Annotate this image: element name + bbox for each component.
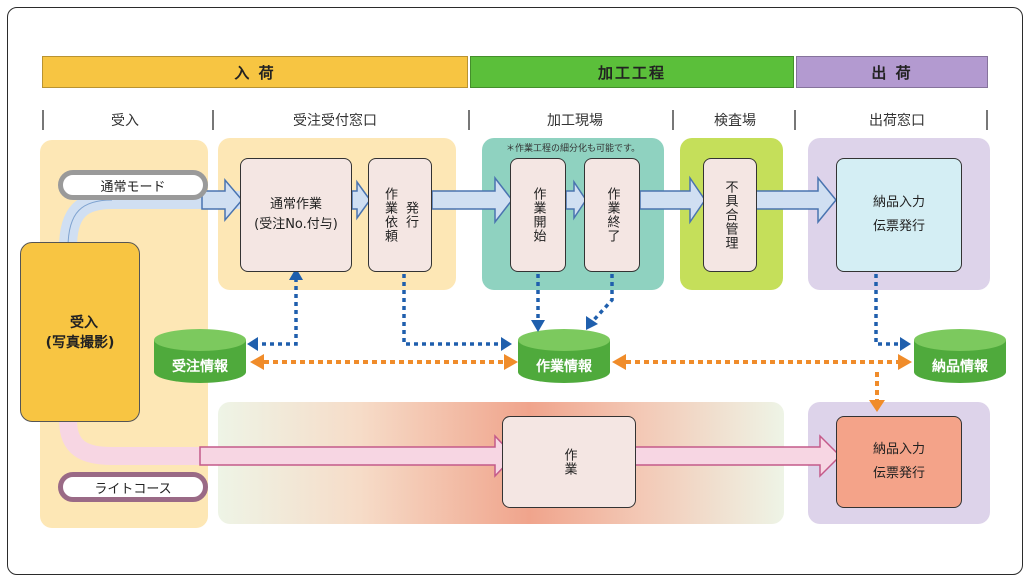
normal-work-line2: (受注No.付与): [254, 217, 338, 232]
delivery-box-line2: 伝票発行: [872, 219, 925, 234]
light-delivery-line1: 納品入力: [872, 442, 925, 457]
separator: [794, 110, 796, 130]
section-site: 加工現場: [547, 113, 603, 129]
note-text: ＊作業工程の細分化も可能です。: [506, 144, 641, 154]
separator: [672, 110, 674, 130]
db-delivery-info: [914, 329, 1006, 383]
work-start-box: 作業開始: [510, 158, 566, 272]
work-end-box: 作業終了: [584, 158, 640, 272]
arrow-to-inspection: [639, 175, 706, 225]
section-ship-window: 出荷窓口: [869, 113, 925, 129]
db-delivery-info-label: 納品情報: [932, 359, 988, 375]
db-work-info: [518, 329, 610, 383]
arrow-to-issue: [351, 179, 371, 221]
work-request-box: 発行 作業依頼: [368, 158, 432, 272]
work-start-label: 作業開始: [530, 187, 546, 243]
normal-work-box: 通常作業 (受注No.付与): [240, 158, 352, 272]
dotted-blue-heads: [247, 268, 911, 351]
flow-curve-normal-outline: [67, 199, 113, 249]
dotted-blue-links: [254, 274, 902, 346]
link-end-to-work-db: [590, 274, 614, 324]
separator: [42, 110, 44, 130]
defect-management-label: 不具合管理: [722, 180, 738, 250]
light-delivery-box: 納品入力 伝票発行: [836, 416, 962, 508]
issue-label: 発行: [403, 201, 418, 229]
defect-management-box: 不具合管理: [703, 158, 757, 272]
phase-arrival: 入 荷: [42, 56, 468, 88]
phase-processing: 加工工程: [470, 56, 794, 88]
separator: [986, 110, 988, 130]
delivery-box-line1: 納品入力: [872, 195, 925, 210]
section-receive: 受入: [111, 113, 139, 129]
flow-curve-light: [59, 419, 505, 465]
db-order-info-label: 受注情報: [172, 359, 228, 375]
diagram-frame: [7, 7, 1023, 575]
arrow-to-ship: [755, 175, 837, 225]
normal-work-line1: 通常作業: [269, 197, 322, 212]
arrow-to-normal-work: [201, 177, 243, 223]
phase-shipping: 出 荷: [796, 56, 988, 88]
mode-light-pill: ライトコース: [58, 472, 208, 502]
arrow-light-to-delivery: [633, 434, 842, 478]
light-work-label: 作業: [561, 448, 577, 476]
work-request-label: 作業依頼: [382, 187, 397, 243]
normal-flow-arrows: [201, 175, 837, 225]
dotted-orange-heads: [250, 354, 912, 412]
arrow-to-site: [431, 175, 513, 225]
separator: [212, 110, 214, 130]
receive-box: 受入 (写真撮影): [20, 242, 140, 422]
db-order-info: [154, 329, 246, 383]
receive-box-line2: (写真撮影): [45, 335, 115, 351]
receive-box-line1: 受入: [70, 315, 98, 331]
arrow-start-to-end: [565, 179, 587, 221]
mode-normal-pill: 通常モード: [58, 170, 208, 200]
light-work-box: 作業: [502, 416, 636, 508]
delivery-box: 納品入力 伝票発行: [836, 158, 962, 272]
db-work-info-label: 作業情報: [536, 359, 592, 375]
section-inspection: 検査場: [714, 113, 756, 129]
light-delivery-line2: 伝票発行: [872, 466, 925, 481]
link-order-db-to-normal: [254, 278, 298, 346]
work-end-label: 作業終了: [604, 187, 620, 243]
section-order-window: 受注受付窓口: [293, 113, 377, 129]
separator: [468, 110, 470, 130]
